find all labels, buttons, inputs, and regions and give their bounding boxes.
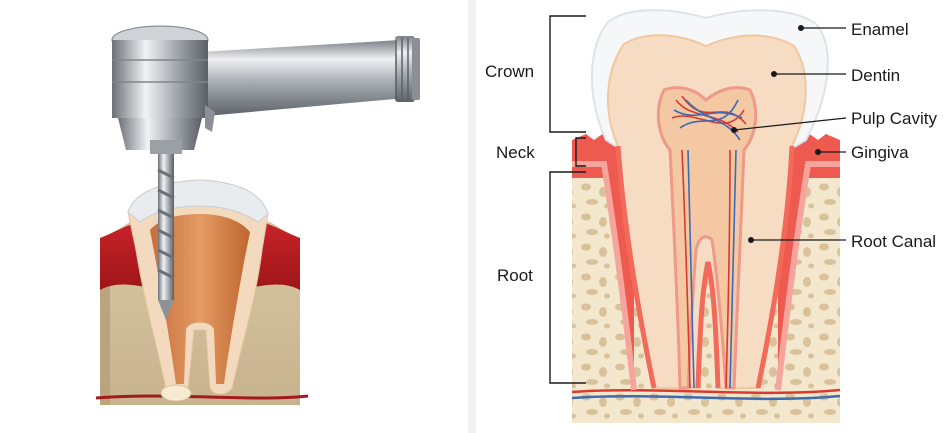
- drill-illustration-panel: [0, 0, 468, 433]
- section-brackets: [549, 15, 586, 384]
- crown-bracket: [549, 15, 586, 133]
- leader-lines: [733, 27, 847, 241]
- drill-bit: [157, 150, 175, 320]
- drill-illustration: [95, 25, 420, 405]
- label-dentin: Dentin: [851, 66, 900, 85]
- label-enamel: Enamel: [851, 20, 909, 39]
- root-bracket: [549, 171, 586, 384]
- label-pulp-cavity: Pulp Cavity: [851, 109, 937, 128]
- dental-handpiece: [111, 25, 420, 154]
- label-gingiva: Gingiva: [851, 143, 909, 162]
- label-neck: Neck: [496, 143, 535, 162]
- label-root: Root: [497, 266, 533, 285]
- neck-bracket: [575, 137, 586, 167]
- label-root-canal: Root Canal: [851, 232, 936, 251]
- label-crown: Crown: [485, 62, 534, 81]
- gingiva-tissue: [572, 133, 840, 391]
- leader-dots: [731, 25, 821, 243]
- tooth-anatomy-panel: Crown Neck Root Enamel Dentin Pulp Cavit…: [476, 0, 951, 433]
- tooth-anatomy-diagram: Crown Neck Root Enamel Dentin Pulp Cavit…: [485, 9, 937, 423]
- blood-vessels: [671, 95, 747, 389]
